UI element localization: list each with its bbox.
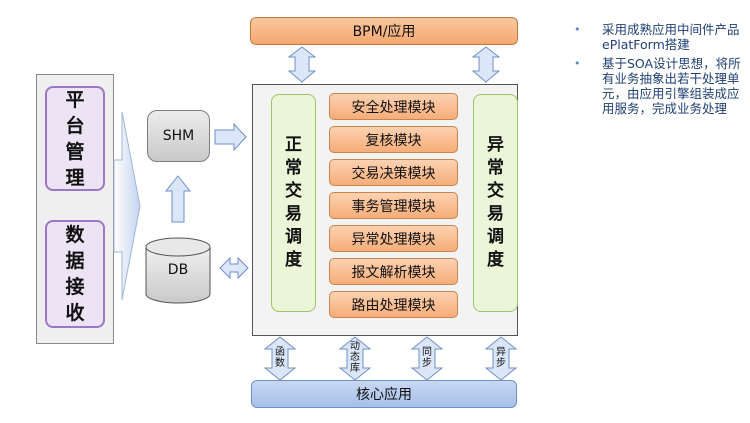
dynamic-lib-label: 动态库 xyxy=(350,341,360,374)
data-receiving-label: 数据接收 xyxy=(65,224,85,324)
abnormal-dispatch-label: 异常交易调度 xyxy=(487,135,504,270)
module-label: 路由处理模块 xyxy=(351,297,436,314)
module-label: 事务管理模块 xyxy=(351,198,436,215)
module-label: 异常处理模块 xyxy=(351,231,436,248)
shm-box: SHM xyxy=(147,110,210,162)
shm-to-engine-arrow xyxy=(214,122,247,152)
note-text: 基于SOA设计思想，将所有业务抽象出若干处理单元，由应用引擎组装成应用服务，完成… xyxy=(602,56,741,116)
db-label: DB xyxy=(167,262,189,278)
normal-dispatch-label: 正常交易调度 xyxy=(285,135,302,270)
shm-label: SHM xyxy=(162,128,195,144)
note-text: 采用成熟应用中间件产品ePlatForm搭建 xyxy=(602,22,740,52)
module-box: 报文解析模块 xyxy=(329,258,458,285)
bpm-double-arrow-left xyxy=(287,46,317,83)
module-label: 安全处理模块 xyxy=(351,99,436,116)
normal-dispatch-column: 正常交易调度 xyxy=(271,94,316,312)
abnormal-dispatch-column: 异常交易调度 xyxy=(473,94,518,312)
module-box: 异常处理模块 xyxy=(329,225,458,252)
db-engine-double-arrow xyxy=(219,256,249,280)
notes-list: • 采用成熟应用中间件产品ePlatForm搭建 • 基于SOA设计思想，将所有… xyxy=(574,22,750,120)
bpm-bar: BPM/应用 xyxy=(250,17,518,45)
bullet-icon: • xyxy=(574,57,581,70)
module-box: 交易决策模块 xyxy=(329,159,458,186)
db-cylinder xyxy=(145,237,211,304)
platform-management-label: 平台管理 xyxy=(65,88,85,189)
platform-management-box: 平台管理 xyxy=(45,86,105,191)
note-item: • 采用成熟应用中间件产品ePlatForm搭建 xyxy=(574,22,750,52)
async-label: 异步 xyxy=(496,347,506,369)
bpm-label: BPM/应用 xyxy=(352,24,416,40)
module-label: 复核模块 xyxy=(365,132,422,149)
bullet-icon: • xyxy=(574,23,581,36)
db-to-shm-arrow xyxy=(164,175,192,223)
module-label: 报文解析模块 xyxy=(351,264,436,281)
core-application-label: 核心应用 xyxy=(356,387,412,403)
module-box: 复核模块 xyxy=(329,126,458,153)
bpm-double-arrow-right xyxy=(471,46,501,83)
function-label: 函数 xyxy=(275,347,285,369)
module-label: 交易决策模块 xyxy=(351,165,436,182)
note-item: • 基于SOA设计思想，将所有业务抽象出若干处理单元，由应用引擎组装成应用服务，… xyxy=(574,56,750,116)
module-box: 路由处理模块 xyxy=(329,291,458,318)
data-receiving-box: 数据接收 xyxy=(45,220,105,328)
big-right-arrow xyxy=(113,111,141,301)
module-box: 安全处理模块 xyxy=(329,93,458,120)
module-box: 事务管理模块 xyxy=(329,192,458,219)
sync-label: 同步 xyxy=(422,347,432,369)
core-application-bar: 核心应用 xyxy=(251,380,517,408)
